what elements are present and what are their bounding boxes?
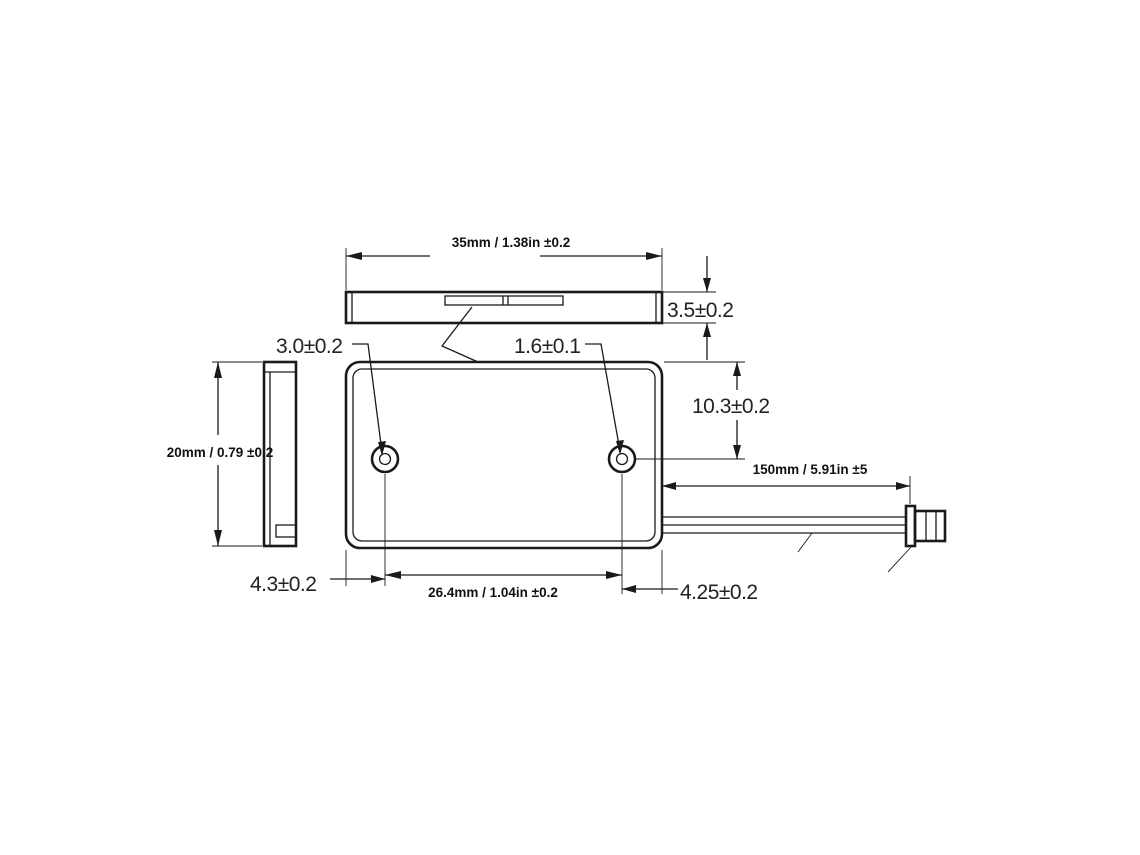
cable-length-label: 150mm / 5.91in ±5 bbox=[753, 462, 868, 477]
cable bbox=[662, 516, 913, 573]
mounting-hole-left bbox=[370, 444, 400, 474]
thickness-label: 3.5±0.2 bbox=[667, 299, 733, 322]
height-label: 20mm / 0.79 ±0.2 bbox=[167, 445, 273, 460]
height-dimension bbox=[212, 361, 262, 547]
hole-large-leader bbox=[352, 343, 386, 456]
hole-large-label: 3.0±0.2 bbox=[276, 335, 342, 358]
hole-small-label: 1.6±0.1 bbox=[514, 335, 580, 358]
top-profile-view bbox=[344, 290, 664, 363]
left-margin-label: 4.3±0.2 bbox=[250, 573, 316, 596]
hole-offset-label: 10.3±0.2 bbox=[692, 395, 770, 418]
mounting-hole-right bbox=[607, 444, 637, 474]
right-margin-label: 4.25±0.2 bbox=[680, 581, 758, 604]
left-margin-dimension bbox=[330, 575, 385, 583]
width-label: 35mm / 1.38in ±0.2 bbox=[452, 235, 570, 250]
front-view bbox=[344, 360, 664, 550]
side-view bbox=[262, 360, 298, 548]
right-margin-dimension bbox=[622, 585, 678, 593]
hole-small-leader bbox=[585, 343, 624, 455]
hole-spacing-label: 26.4mm / 1.04in ±0.2 bbox=[428, 585, 558, 600]
bottom-extension-lines bbox=[345, 474, 663, 594]
connector bbox=[904, 504, 947, 548]
width-dimension bbox=[345, 248, 663, 290]
cable-length-dimension bbox=[661, 476, 911, 515]
thickness-dimension bbox=[662, 256, 716, 360]
hole-spacing-dimension bbox=[385, 571, 622, 579]
hole-offset-dimension bbox=[635, 361, 745, 460]
